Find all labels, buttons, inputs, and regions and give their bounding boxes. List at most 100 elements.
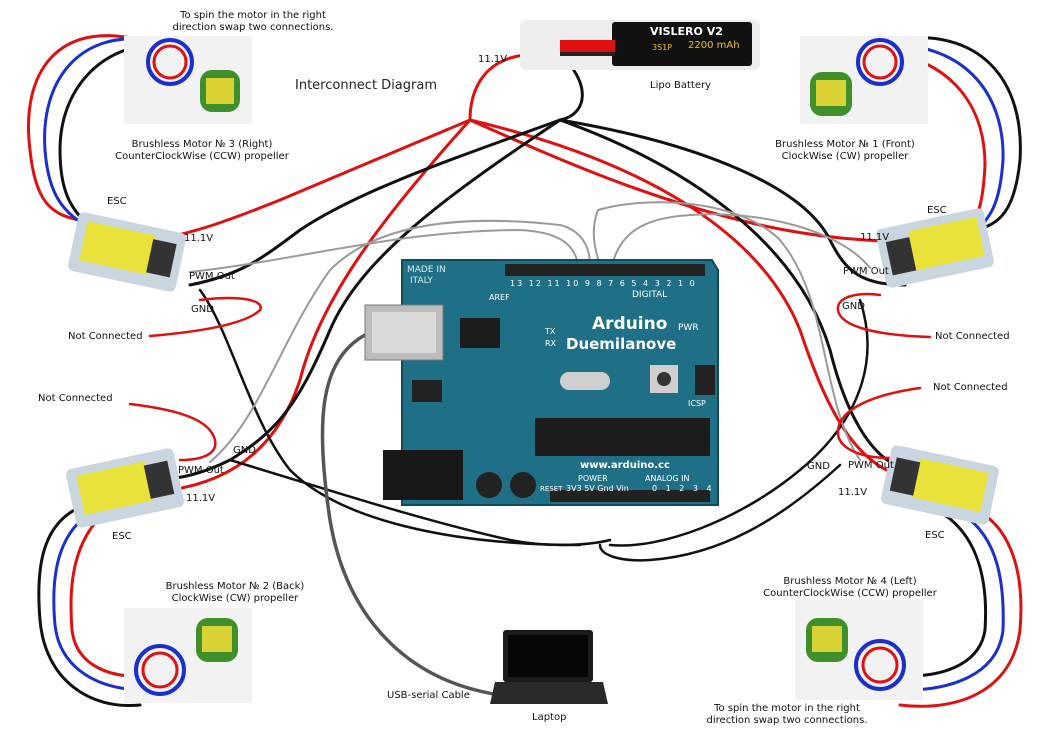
motor2-label-line2: ClockWise (CW) propeller xyxy=(171,593,299,604)
arduino-power-label: POWER xyxy=(578,474,608,483)
esc2-gnd-label: GND xyxy=(233,445,256,456)
esc-3 xyxy=(68,212,186,292)
diagram-title: Interconnect Diagram xyxy=(295,78,437,93)
motor1-lead-black xyxy=(888,36,1022,232)
motor-3 xyxy=(124,36,252,124)
capacitor-1 xyxy=(476,472,502,498)
battery-negative-lead xyxy=(558,63,584,122)
esc2-gnd-to-arduino xyxy=(228,458,612,547)
motor2-lead-red xyxy=(69,510,152,678)
esc3-voltage: 11.1V xyxy=(184,233,214,244)
power-esc2-red xyxy=(168,118,472,492)
motor3-lead-red xyxy=(27,34,142,222)
motor2-lead-black xyxy=(37,503,142,708)
atmega-chip xyxy=(535,418,710,456)
esc4-not-connected-wire xyxy=(836,386,922,460)
motor-4 xyxy=(795,600,923,700)
swap-note-bottom-line2: direction swap two connections. xyxy=(706,715,868,726)
arduino-reset-label: RESET xyxy=(540,485,563,493)
motor4-label-line2: CounterClockWise (CCW) propeller xyxy=(763,588,937,599)
motor1-lead-blue xyxy=(878,43,1005,237)
arduino-made-in: MADE IN xyxy=(407,265,446,275)
power-esc4-red xyxy=(468,118,917,482)
esc1-voltage: 11.1V xyxy=(860,232,890,243)
motor1-label-line1: Brushless Motor № 1 (Front) xyxy=(775,139,915,150)
esc2-pwm-label: PWM Out xyxy=(178,465,224,476)
esc1-gnd-label: GND xyxy=(842,301,865,312)
esc3-gnd-label: GND xyxy=(191,304,214,315)
icsp-header xyxy=(695,365,715,395)
esc1-pwm-signal xyxy=(611,213,871,269)
esc3-pwm-label: PWM Out xyxy=(189,271,235,282)
laptop xyxy=(490,630,608,704)
arduino-digital-pins: 13 12 11 10 9 8 7 6 5 4 3 2 1 0 xyxy=(510,279,697,288)
esc3-not-connected-wire xyxy=(148,296,262,338)
crystal xyxy=(560,372,610,390)
battery-brand: VISLERO V2 xyxy=(650,25,723,38)
esc1-label: ESC xyxy=(927,205,947,216)
arduino-power-pins: 3V3 5V Gnd Vin xyxy=(566,484,629,493)
motor-2 xyxy=(124,608,252,703)
lipo-battery xyxy=(520,20,760,70)
esc3-gnd-to-arduino xyxy=(198,288,582,547)
esc2-voltage: 11.1V xyxy=(186,493,216,504)
motor1-label-line2: ClockWise (CW) propeller xyxy=(781,151,909,162)
esc2-label: ESC xyxy=(112,531,132,542)
esc4-label: ESC xyxy=(925,530,945,541)
esc3-pwm-signal xyxy=(189,228,579,273)
battery-voltage: 11.1V xyxy=(478,54,508,65)
esc4-not-connected: Not Connected xyxy=(933,382,1008,393)
motor4-lead-black xyxy=(888,513,988,678)
battery-cells: 3S1P xyxy=(652,43,673,52)
esc4-voltage: 11.1V xyxy=(838,487,868,498)
ground-esc2-black xyxy=(158,118,562,482)
ground-esc3-black xyxy=(188,118,562,287)
esc1-not-connected: Not Connected xyxy=(935,331,1010,342)
arduino-tx-label: TX xyxy=(545,327,556,336)
capacitor-2 xyxy=(510,472,536,498)
digital-header xyxy=(505,264,705,276)
swap-note-bottom-line1: To spin the motor in the right xyxy=(714,703,860,714)
battery-capacity: 2200 mAh xyxy=(688,40,740,51)
motor3-label-line1: Brushless Motor № 3 (Right) xyxy=(131,139,273,150)
esc2-not-connected: Not Connected xyxy=(38,393,113,404)
arduino-digital-label: DIGITAL xyxy=(632,290,668,300)
esc-4 xyxy=(881,445,999,525)
motor3-lead-blue xyxy=(43,37,152,227)
arduino-analog-label: ANALOG IN xyxy=(645,474,690,483)
esc4-gnd-to-arduino xyxy=(598,463,842,562)
arduino-website: www.arduino.cc xyxy=(580,460,670,471)
laptop-label: Laptop xyxy=(532,712,567,723)
ftdi-chip xyxy=(460,318,500,348)
esc4-gnd-label: GND xyxy=(807,461,830,472)
arduino-model: Duemilanove xyxy=(566,335,677,353)
power-analog-header xyxy=(550,490,710,502)
ground-esc1-black xyxy=(558,118,907,287)
esc4-pwm-label: PWM Out xyxy=(848,460,894,471)
arduino-analog-pins: 0 1 2 3 4 5 xyxy=(652,484,729,493)
motor3-label-line2: CounterClockWise (CCW) propeller xyxy=(115,151,289,162)
motor4-lead-blue xyxy=(893,508,1005,692)
esc-2 xyxy=(66,448,184,528)
arduino-board xyxy=(364,259,719,506)
esc4-pwm-signal xyxy=(592,201,861,461)
swap-note-top-line2: direction swap two connections. xyxy=(172,22,334,33)
motor2-label-line1: Brushless Motor № 2 (Back) xyxy=(165,581,305,592)
esc1-gnd-to-arduino xyxy=(608,298,869,547)
esc3-label: ESC xyxy=(107,196,127,207)
arduino-aref-label: AREF xyxy=(489,293,510,302)
usb-cable-label: USB-serial Cable xyxy=(387,690,470,701)
esc2-not-connected-wire xyxy=(128,402,217,462)
esc2-pwm-signal xyxy=(209,219,591,463)
arduino-icsp-label: ICSP xyxy=(688,399,706,408)
arduino-rx-label: RX xyxy=(545,339,557,348)
power-jack xyxy=(383,450,463,500)
swap-note-top-line1: To spin the motor in the right xyxy=(180,10,326,21)
arduino-country: ITALY xyxy=(410,276,433,286)
battery-positive-lead xyxy=(468,53,527,122)
usb-serial-cable xyxy=(320,333,502,697)
power-esc3-red xyxy=(148,118,472,242)
motor4-lead-red xyxy=(898,503,1023,708)
